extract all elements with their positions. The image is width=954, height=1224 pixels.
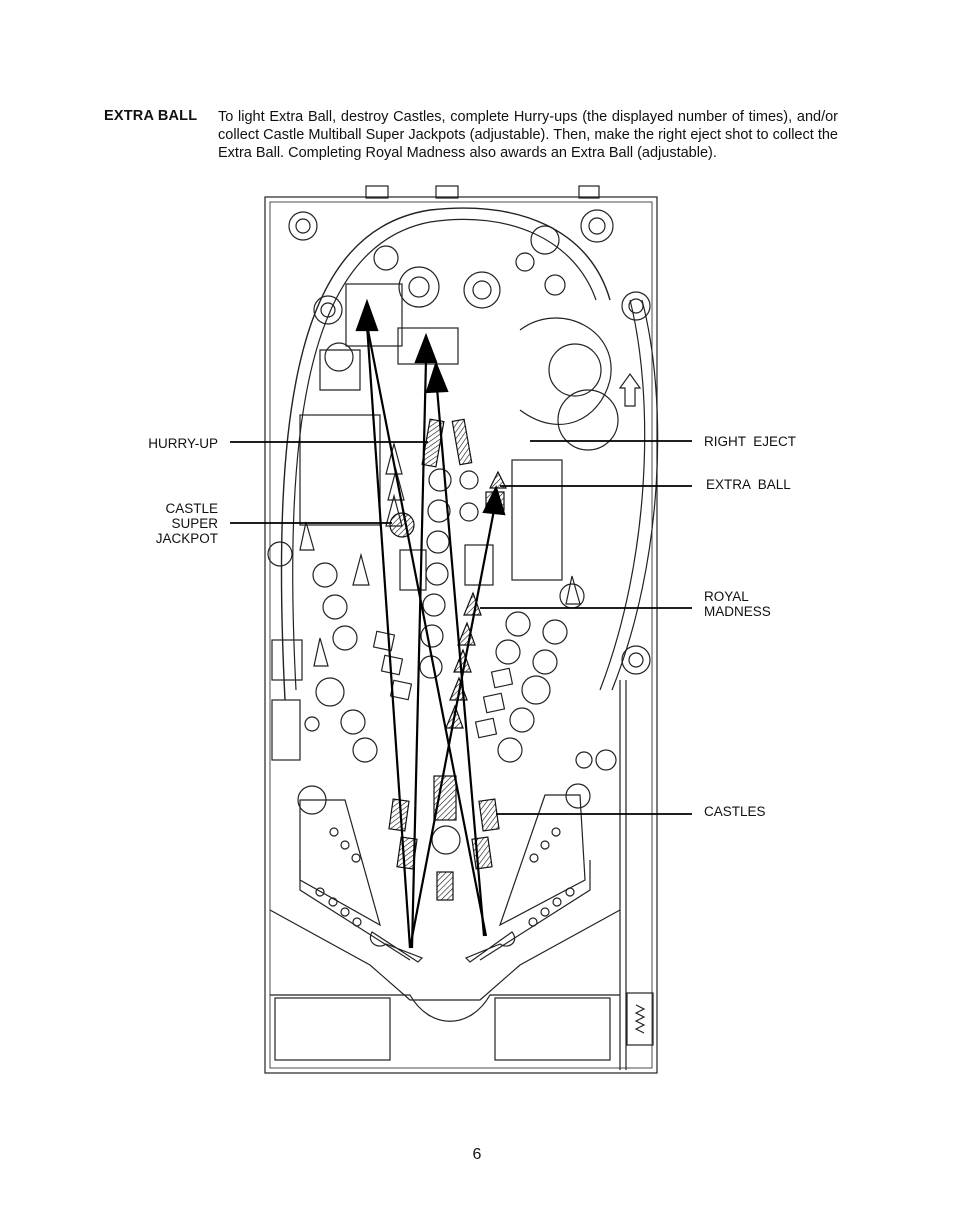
extra-ball-insert (489, 470, 507, 489)
shot-arrow (365, 324, 488, 937)
castle-super-jackpot-target (389, 512, 415, 538)
castle-target (478, 798, 500, 832)
section-term: EXTRA BALL (104, 108, 198, 124)
shot-arrow (410, 359, 428, 949)
callout-right-eject: RIGHT EJECT (704, 434, 797, 449)
callout-hurry-up: HURRY-UP (148, 436, 218, 451)
shot-arrow (365, 324, 412, 949)
callout-extra-ball: EXTRA BALL (706, 477, 791, 492)
callout-castle-super-jackpot: CASTLE SUPER JACKPOT (130, 501, 218, 546)
shot-arrow (435, 387, 486, 937)
section-description: To light Extra Ball, destroy Castles, co… (218, 109, 838, 161)
castle-target (433, 775, 457, 821)
callout-castles: CASTLES (704, 804, 766, 819)
callout-line: JACKPOT (155, 531, 218, 546)
shot-arrow (408, 509, 496, 949)
cabinet-outline (264, 196, 658, 1074)
callout-royal-madness: ROYAL MADNESS (704, 589, 771, 619)
callout-line: CASTLE (165, 501, 218, 516)
castle-target (436, 871, 454, 901)
callout-line: SUPER (171, 516, 218, 531)
callout-line: MADNESS (704, 604, 771, 619)
callout-line: ROYAL (704, 589, 749, 604)
hurry-up-target (451, 418, 473, 466)
castle-target (388, 798, 410, 832)
page-number: 6 (472, 1146, 482, 1163)
